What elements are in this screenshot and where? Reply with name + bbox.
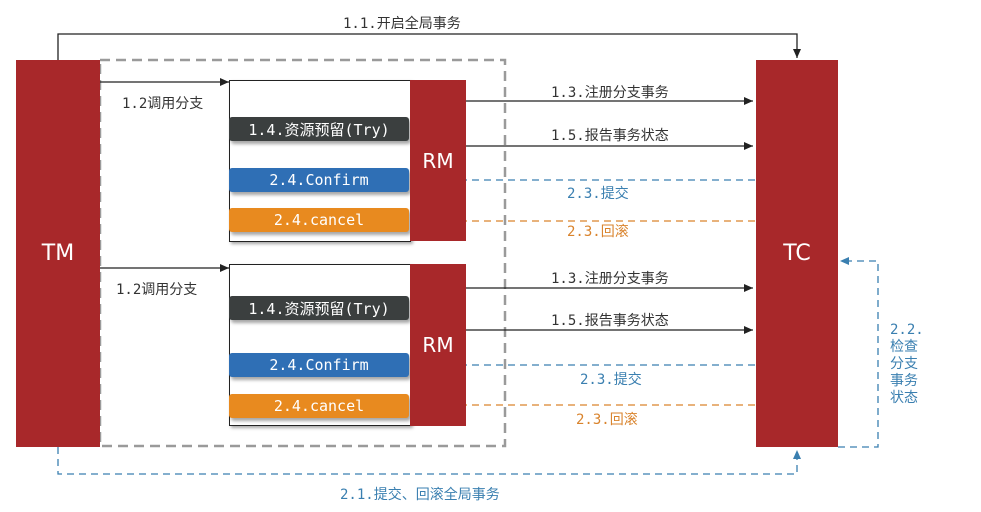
try-bar-label: 1.4.资源预留(Try): [248, 120, 390, 139]
cancel-bar-top: 2.4.cancel: [229, 208, 409, 232]
cancel-bar-bottom: 2.4.cancel: [229, 394, 409, 418]
check-branch-line: 检查: [890, 339, 918, 355]
rm-node-bottom: RM: [410, 264, 466, 426]
cancel-bar-label: 2.4.cancel: [273, 211, 365, 229]
rm-label: RM: [422, 333, 454, 357]
report-label-bottom: 1.5.报告事务状态: [551, 313, 669, 329]
call-branch-label-top: 1.2调用分支: [122, 96, 204, 112]
report-label-top: 1.5.报告事务状态: [551, 128, 669, 144]
check-branch-arrow: [838, 257, 879, 448]
check-branch-line: 2.2.: [890, 322, 924, 338]
check-branch-label: 2.2. 检查 分支 事务 状态: [890, 322, 924, 407]
tm-node: TM: [16, 60, 100, 447]
try-bar-top: 1.4.资源预留(Try): [229, 117, 409, 141]
rm-node-top: RM: [410, 80, 466, 241]
tc-label: TC: [783, 241, 811, 266]
check-branch-line: 状态: [890, 390, 918, 406]
confirm-bar-label: 2.4.Confirm: [269, 356, 369, 374]
commit-rollback-global-label: 2.1.提交、回滚全局事务: [340, 487, 500, 503]
check-branch-line: 分支: [890, 356, 918, 372]
commit-rollback-global-arrow: [57, 447, 801, 475]
tc-node: TC: [756, 60, 838, 447]
try-bar-label: 1.4.资源预留(Try): [248, 299, 390, 318]
confirm-bar-bottom: 2.4.Confirm: [229, 353, 409, 377]
cancel-bar-label: 2.4.cancel: [273, 397, 365, 415]
begin-global-arrow: [57, 33, 801, 60]
rm-group-frame: [98, 58, 507, 448]
register-label-top: 1.3.注册分支事务: [551, 85, 669, 101]
rollback-label-bottom: 2.3.回滚: [576, 412, 638, 428]
confirm-bar-label: 2.4.Confirm: [269, 171, 369, 189]
commit-label-bottom: 2.3.提交: [580, 372, 642, 388]
rollback-label-top: 2.3.回滚: [567, 224, 629, 240]
tm-label: TM: [41, 241, 75, 266]
check-branch-line: 事务: [890, 373, 918, 389]
commit-label-top: 2.3.提交: [567, 186, 629, 202]
register-label-bottom: 1.3.注册分支事务: [551, 271, 669, 287]
begin-global-label: 1.1.开启全局事务: [343, 16, 461, 32]
try-bar-bottom: 1.4.资源预留(Try): [229, 296, 409, 320]
call-branch-label-bottom: 1.2调用分支: [116, 282, 198, 298]
rm-label: RM: [422, 148, 454, 173]
confirm-bar-top: 2.4.Confirm: [229, 168, 409, 192]
